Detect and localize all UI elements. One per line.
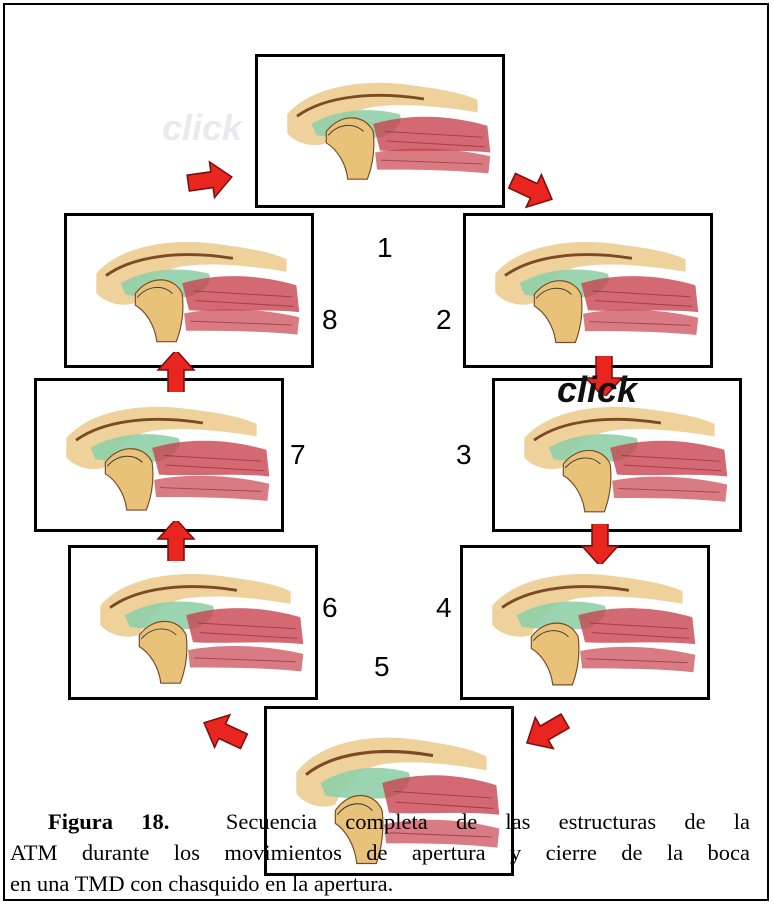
tmj-illustration [100, 574, 304, 684]
panel-number-8: 8 [322, 304, 338, 335]
panel-number-1: 1 [377, 232, 393, 263]
arrow-7-to-8-icon [156, 352, 196, 392]
tmj-illustration [296, 737, 500, 865]
arrow-2-to-3-icon [584, 356, 624, 396]
panel-number-2: 2 [436, 304, 452, 335]
panel-8 [64, 213, 314, 368]
arrow-1-to-2-icon [508, 172, 553, 209]
tmj-illustration [524, 406, 728, 513]
caption-line-2: ATM durante los movimientos de apertura … [10, 840, 750, 865]
panel-2 [463, 213, 713, 368]
panel-3 [492, 378, 742, 532]
panel-1 [255, 54, 505, 208]
tmj-illustration [96, 242, 300, 343]
arrow-5-to-6-icon [203, 713, 248, 750]
panel-number-4: 4 [436, 592, 452, 623]
figure-caption: Figura 18. Secuencia completa de las est… [10, 806, 750, 899]
panel-5 [264, 706, 514, 876]
caption-line-3: en una TMD con chasquido en la apertura. [10, 871, 394, 896]
click-label-faint: click [162, 107, 243, 148]
arrow-4-to-5-icon [525, 713, 570, 750]
caption-text-1: Secuencia completa de las estructuras de… [225, 809, 751, 834]
panel-4 [460, 545, 710, 700]
arrow-6-to-7-icon [156, 521, 196, 561]
panel-number-6: 6 [322, 592, 338, 623]
click-label: click [557, 369, 638, 410]
panel-7 [34, 378, 284, 532]
panel-number-5: 5 [374, 651, 390, 682]
tmj-illustration [287, 82, 491, 180]
caption-line-1: Figura 18. Secuencia completa de las est… [10, 806, 750, 837]
panel-number-3: 3 [456, 439, 472, 470]
panel-number-7: 7 [290, 439, 306, 470]
tmj-illustration [492, 574, 696, 686]
caption-label: Figura 18. [48, 809, 170, 834]
arrow-8-to-1-icon [186, 160, 233, 200]
arrow-3-to-4-icon [580, 524, 620, 564]
panel-6 [68, 545, 318, 700]
tmj-illustration [66, 406, 270, 511]
tmj-illustration [495, 242, 699, 344]
